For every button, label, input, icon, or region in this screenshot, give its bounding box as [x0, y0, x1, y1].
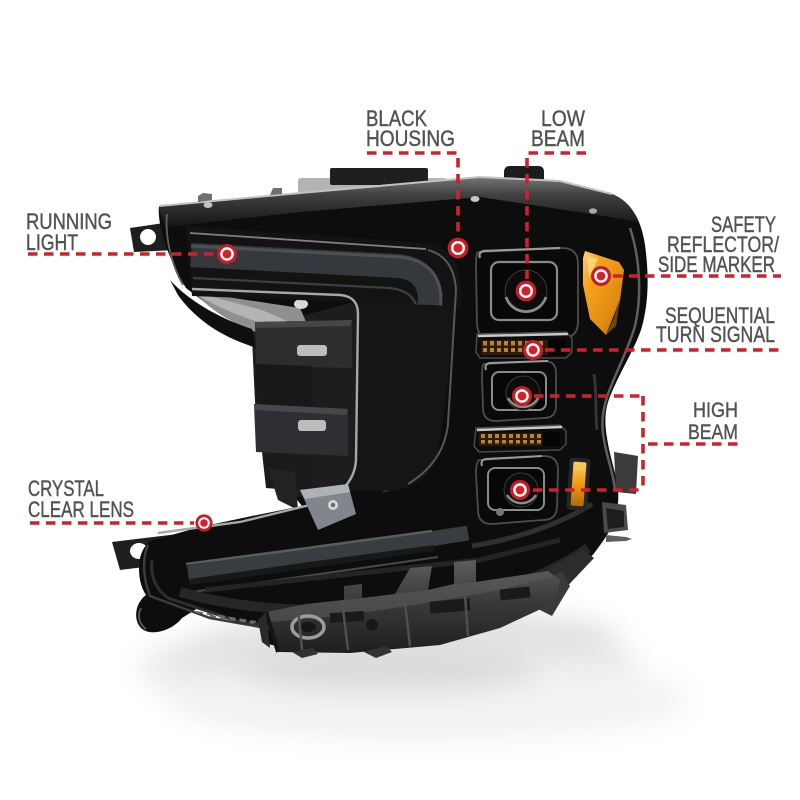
- svg-text:BEAM: BEAM: [531, 126, 585, 151]
- svg-text:BLACK: BLACK: [366, 106, 427, 131]
- svg-text:HIGH: HIGH: [693, 399, 738, 422]
- svg-text:SAFETY: SAFETY: [711, 212, 776, 237]
- svg-text:TURN SIGNAL: TURN SIGNAL: [656, 322, 775, 347]
- svg-text:CLEAR LENS: CLEAR LENS: [28, 497, 134, 522]
- svg-text:RUNNING: RUNNING: [26, 209, 112, 234]
- svg-text:CRYSTAL: CRYSTAL: [28, 476, 104, 501]
- svg-text:BEAM: BEAM: [688, 421, 738, 444]
- svg-text:LOW: LOW: [541, 106, 585, 131]
- svg-text:REFLECTOR/: REFLECTOR/: [667, 232, 780, 257]
- svg-text:SIDE MARKER: SIDE MARKER: [658, 252, 775, 277]
- svg-text:HOUSING: HOUSING: [366, 126, 455, 151]
- svg-text:SEQUENTIAL: SEQUENTIAL: [665, 303, 775, 328]
- svg-text:LIGHT: LIGHT: [26, 230, 78, 255]
